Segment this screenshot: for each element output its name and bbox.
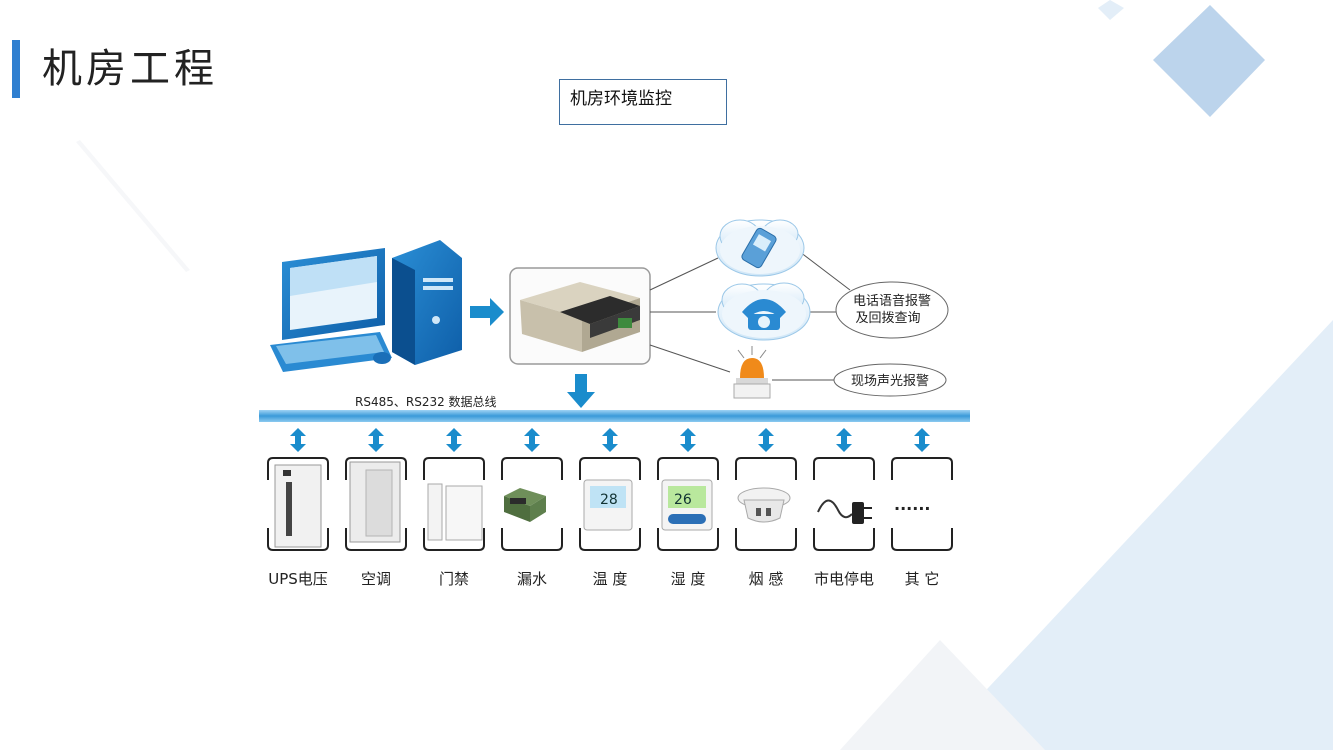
deco-large-triangle: [930, 320, 1333, 750]
device-label: 门禁: [439, 570, 469, 588]
double-arrow-icon: [914, 428, 930, 452]
device-frame: [735, 457, 797, 551]
double-arrow-icon: [602, 428, 618, 452]
device-label: 空调: [361, 570, 391, 588]
double-arrow-icon: [836, 428, 852, 452]
arrow-down-icon: [567, 374, 595, 408]
double-arrow-icon: [368, 428, 384, 452]
page-title: 机房工程: [42, 46, 218, 92]
smoke-detector-icon: [737, 487, 791, 523]
air-conditioner-icon: [349, 461, 401, 543]
device-column: 空调: [345, 428, 407, 588]
title-accent-bar: [12, 40, 20, 98]
double-arrow-icon: [680, 428, 696, 452]
device-column: UPS电压: [267, 428, 329, 588]
device-label: UPS电压: [268, 570, 328, 588]
double-arrow-icon: [758, 428, 774, 452]
device-row: UPS电压 空调 门禁 漏水 温 度 湿 度 烟 感 市电停电 其 它: [267, 428, 953, 588]
device-frame: [345, 457, 407, 551]
device-frame: [423, 457, 485, 551]
device-label: 温 度: [593, 570, 628, 588]
callout-box: 机房环境监控: [559, 79, 727, 125]
humidity-readout: 26: [674, 492, 692, 508]
mobile-phone-cloud-icon: [715, 219, 805, 277]
computer-icon: [270, 240, 462, 372]
temperature-panel-icon: 28: [583, 479, 633, 531]
ups-icon: [274, 464, 322, 548]
device-column: 门禁: [423, 428, 485, 588]
double-arrow-icon: [524, 428, 540, 452]
device-column: 湿 度: [657, 428, 719, 588]
alarm-beacon-icon: [733, 346, 771, 399]
device-frame: [657, 457, 719, 551]
device-label: 烟 感: [749, 570, 784, 588]
humidity-panel-icon: 26: [661, 479, 713, 531]
deco-diamond-large: [1153, 5, 1265, 117]
device-label: 其 它: [905, 570, 940, 588]
bus-label: RS485、RS232 数据总线: [355, 394, 497, 409]
sound-light-alarm-label: 现场声光报警: [851, 373, 929, 389]
device-column: 温 度: [579, 428, 641, 588]
access-control-icon: [427, 483, 483, 541]
double-arrow-icon: [290, 428, 306, 452]
arrow-right-icon: [470, 298, 504, 326]
device-column: 其 它: [891, 428, 953, 588]
data-bus: [259, 410, 970, 422]
device-frame: [267, 457, 329, 551]
temperature-readout: 28: [600, 492, 618, 508]
callout-text: 机房环境监控: [570, 89, 672, 109]
device-label: 湿 度: [671, 570, 706, 588]
phone-alarm-label-2: 及回拨查询: [855, 311, 920, 326]
double-arrow-icon: [446, 428, 462, 452]
deco-faint-stroke: [76, 140, 190, 272]
power-plug-icon: [817, 499, 872, 524]
others-ellipsis: ......: [894, 495, 930, 514]
device-label: 漏水: [517, 570, 547, 588]
device-frame: [891, 457, 953, 551]
controller-device-icon: [520, 282, 640, 352]
phone-alarm-bubble: [835, 281, 949, 339]
device-frame: [813, 457, 875, 551]
water-leak-sensor-icon: [504, 488, 546, 522]
telephone-cloud-icon: [717, 282, 811, 341]
deco-grey-triangle: [840, 640, 1045, 750]
phone-alarm-label: 电话语音报警: [853, 293, 931, 309]
device-frame: [579, 457, 641, 551]
device-column: 烟 感: [735, 428, 797, 588]
device-label: 市电停电: [814, 570, 874, 588]
deco-diamond-small: [1098, 0, 1124, 20]
device-column: 漏水: [501, 428, 563, 588]
device-column: 市电停电: [813, 428, 875, 588]
sound-light-alarm-bubble: [833, 363, 947, 397]
device-frame: [501, 457, 563, 551]
